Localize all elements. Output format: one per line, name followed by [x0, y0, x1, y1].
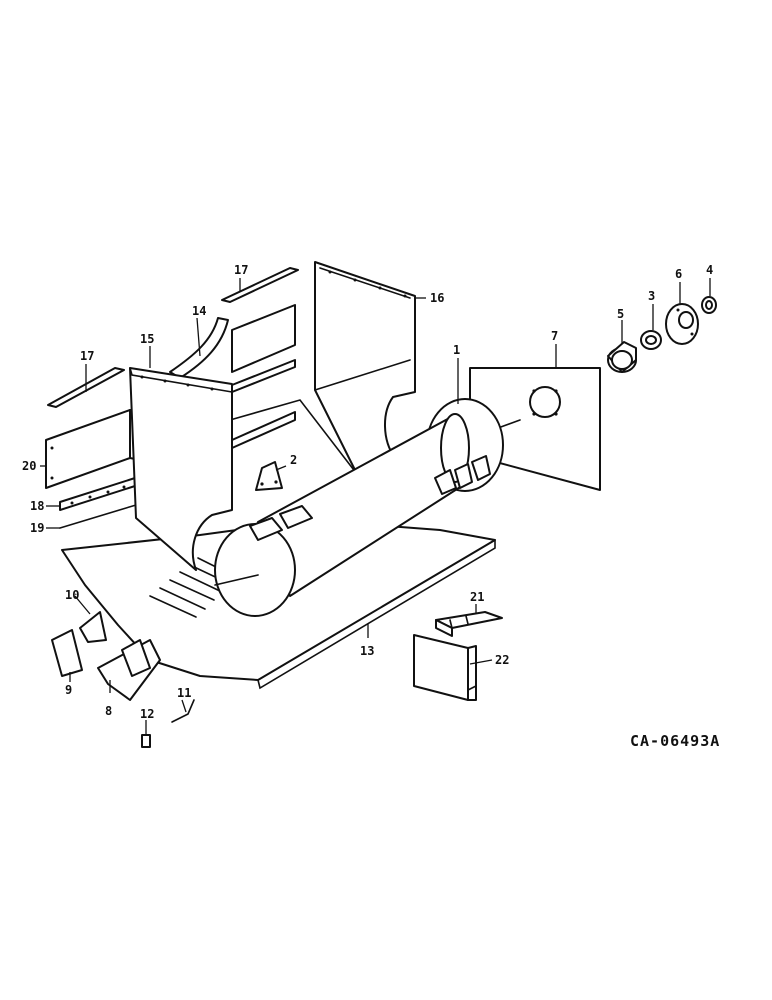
left-strip [59, 477, 136, 511]
end-plate [469, 367, 601, 491]
retaining-ring [701, 296, 717, 314]
cover-bracket [413, 634, 477, 701]
callout-1: 1 [453, 343, 460, 357]
callout-14: 14 [192, 304, 206, 318]
left-side-wall [129, 367, 233, 571]
rotor-drum [214, 398, 521, 617]
callout-13: 13 [360, 644, 374, 658]
callout-12: 12 [140, 707, 154, 721]
small-bracket [255, 461, 283, 491]
callout-10: 10 [65, 588, 79, 602]
bracket-upper [79, 611, 107, 643]
callout-20: 20 [22, 459, 36, 473]
callout-9: 9 [65, 683, 72, 697]
callout-18: 18 [30, 499, 44, 513]
bearing-flange [665, 303, 699, 345]
callout-19: 19 [30, 521, 44, 535]
callout-7: 7 [551, 329, 558, 343]
top-strip-right [221, 267, 299, 303]
inner-floor-edge [229, 399, 361, 479]
bearing [640, 330, 662, 350]
callout-16: 16 [430, 291, 444, 305]
callout-3: 3 [648, 289, 655, 303]
callout-6: 6 [675, 267, 682, 281]
clip [435, 611, 503, 637]
bracket-lower [51, 629, 83, 677]
callout-11: 11 [177, 686, 191, 700]
bearing-sleeve [607, 341, 637, 373]
callout-22: 22 [495, 653, 509, 667]
callout-17-right: 17 [234, 263, 248, 277]
bent-rod [171, 699, 195, 723]
drawing-code: CA-06493A [630, 732, 721, 750]
left-rod [59, 504, 137, 529]
callout-15: 15 [140, 332, 154, 346]
left-bar [45, 409, 141, 489]
callout-2: 2 [290, 453, 297, 467]
callout-4: 4 [706, 263, 713, 277]
bolt [141, 734, 151, 748]
leader-lines [40, 278, 711, 734]
curved-strip [169, 317, 229, 379]
callout-21: 21 [470, 590, 484, 604]
callout-17-left: 17 [80, 349, 94, 363]
callout-labels: 1 2 3 4 5 6 7 8 9 10 11 12 13 14 15 16 1… [22, 263, 713, 721]
rear-bar [231, 304, 296, 449]
callout-8: 8 [105, 704, 112, 718]
support-assembly [97, 639, 161, 701]
callout-5: 5 [617, 307, 624, 321]
